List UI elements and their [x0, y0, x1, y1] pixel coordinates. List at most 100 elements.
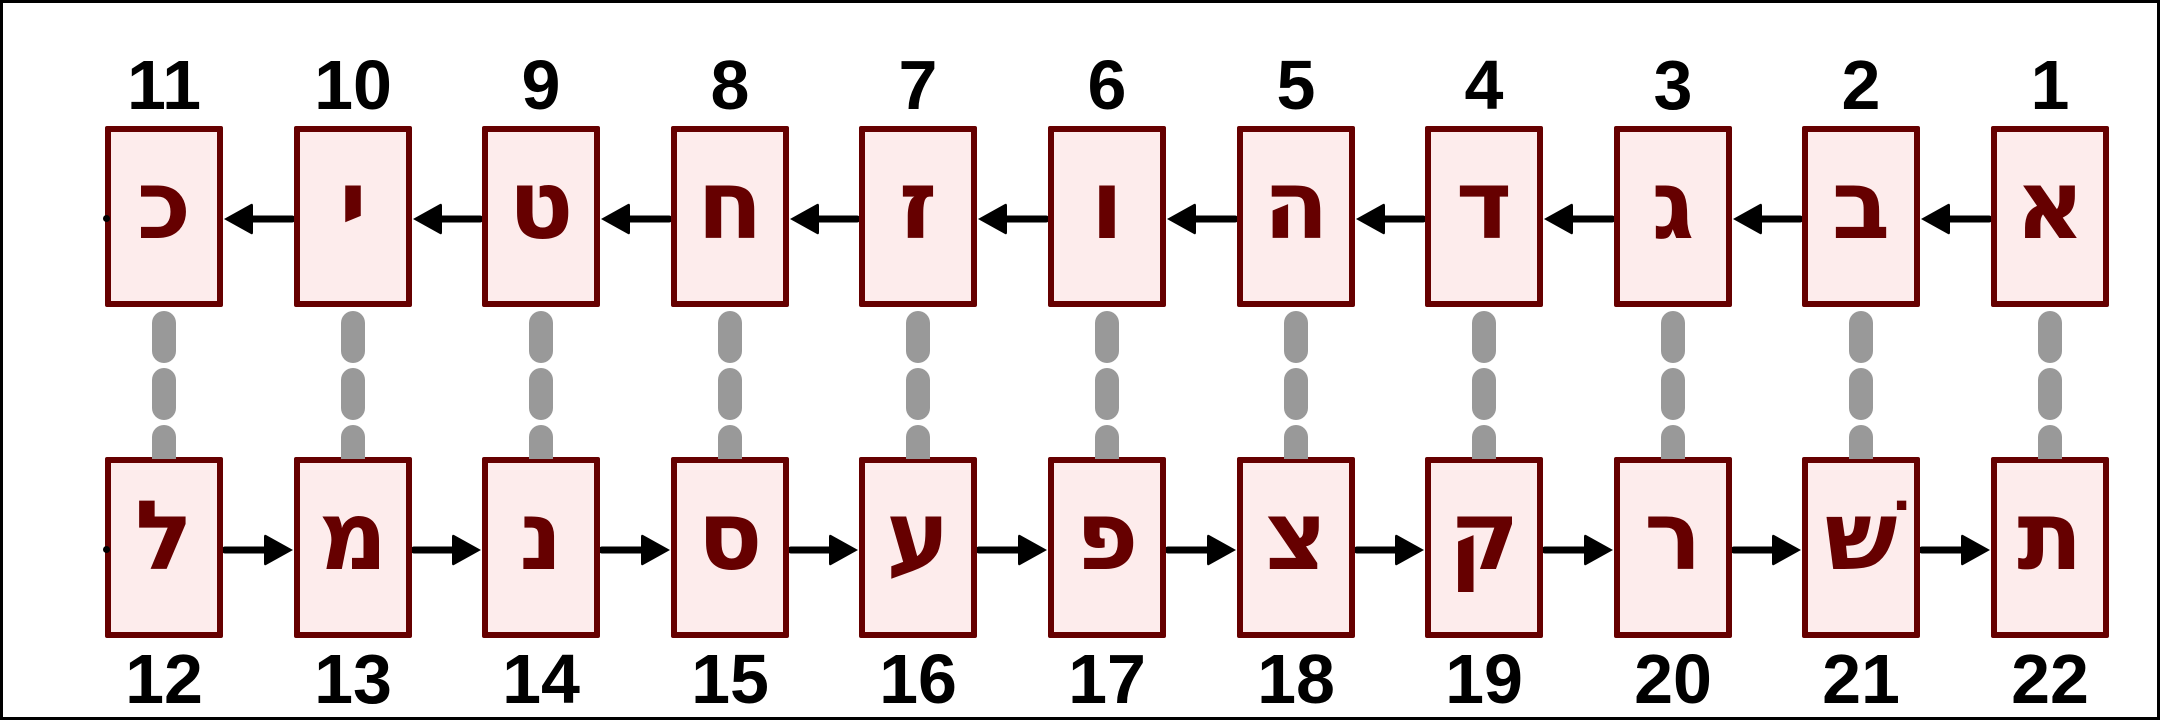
arrow-right-icon	[600, 532, 671, 568]
letter-box: שׁ	[1802, 457, 1920, 638]
arrow-left-icon	[600, 201, 671, 237]
dashed-connector	[1095, 368, 1119, 420]
dashed-connector	[718, 425, 742, 459]
arrow-right-icon	[789, 532, 859, 568]
arrow-left-icon	[412, 201, 482, 237]
arrow-left-icon	[789, 201, 859, 237]
position-number: 13	[314, 640, 392, 718]
letter-box: ד	[1425, 126, 1543, 307]
hebrew-letter: ח	[697, 148, 763, 261]
hebrew-letter: ע	[886, 479, 950, 592]
dashed-connector	[529, 368, 553, 420]
position-number: 22	[2011, 640, 2089, 718]
arrow-right-icon	[1166, 532, 1237, 568]
position-number: 1	[2030, 46, 2070, 124]
dashed-connector	[2038, 425, 2062, 459]
hebrew-letter: ר	[1644, 479, 1702, 592]
letter-box: ט	[482, 126, 600, 307]
letter-box: כ	[105, 126, 223, 307]
letter-box: ר	[1614, 457, 1732, 638]
dashed-connector	[906, 368, 930, 420]
position-number: 17	[1068, 640, 1146, 718]
hebrew-letter: ט	[508, 148, 574, 261]
position-number: 4	[1464, 46, 1504, 124]
position-number: 10	[314, 46, 392, 124]
dashed-connector	[1661, 311, 1685, 363]
arrow-left-icon	[1920, 201, 1991, 237]
hebrew-letter: ק	[1448, 479, 1520, 592]
letter-box: ל	[105, 457, 223, 638]
dashed-connector	[1284, 425, 1308, 459]
position-number: 21	[1822, 640, 1900, 718]
dashed-connector	[1095, 311, 1119, 363]
arrow-left-icon	[1355, 201, 1425, 237]
letter-box: ג	[1614, 126, 1732, 307]
letter-box: ו	[1048, 126, 1166, 307]
position-number: 8	[710, 46, 750, 124]
dashed-connector	[1661, 425, 1685, 459]
hebrew-letter: ל	[134, 479, 194, 592]
line-stub-dot	[103, 546, 110, 553]
position-number: 7	[898, 46, 938, 124]
hebrew-letter: פ	[1075, 479, 1139, 592]
letter-box: א	[1991, 126, 2109, 307]
letter-box: ה	[1237, 126, 1355, 307]
dashed-connector	[718, 311, 742, 363]
letter-box: ב	[1802, 126, 1920, 307]
dashed-connector	[1284, 368, 1308, 420]
dashed-connector	[2038, 368, 2062, 420]
position-number: 12	[125, 640, 203, 718]
hebrew-letter: ת	[2017, 479, 2083, 592]
position-number: 6	[1087, 46, 1127, 124]
dashed-connector	[1661, 368, 1685, 420]
position-number: 5	[1276, 46, 1316, 124]
position-number: 2	[1841, 46, 1881, 124]
letter-box: נ	[482, 457, 600, 638]
dashed-connector	[152, 425, 176, 459]
letter-box: פ	[1048, 457, 1166, 638]
dashed-connector	[2038, 311, 2062, 363]
hebrew-letter: ד	[1455, 148, 1513, 261]
position-number: 11	[127, 46, 201, 124]
dashed-connector	[1849, 368, 1873, 420]
arrow-left-icon	[223, 201, 294, 237]
dashed-connector	[1472, 311, 1496, 363]
dashed-connector	[529, 425, 553, 459]
hebrew-letter: י	[338, 148, 368, 261]
arrow-right-icon	[223, 532, 294, 568]
position-number: 19	[1445, 640, 1523, 718]
arrow-left-icon	[1732, 201, 1802, 237]
hebrew-letter: ו	[1090, 148, 1124, 261]
position-number: 15	[691, 640, 769, 718]
dashed-connector	[1849, 311, 1873, 363]
dashed-connector	[1095, 425, 1119, 459]
arrow-left-icon	[977, 201, 1048, 237]
hebrew-letter: ה	[1263, 148, 1329, 261]
position-number: 3	[1653, 46, 1693, 124]
line-stub-dot	[103, 215, 110, 222]
arrow-right-icon	[412, 532, 482, 568]
hebrew-letter: ז	[898, 148, 938, 261]
position-number: 9	[521, 46, 561, 124]
dashed-connector	[1849, 425, 1873, 459]
position-number: 14	[502, 640, 580, 718]
dashed-connector	[1472, 368, 1496, 420]
letter-box: צ	[1237, 457, 1355, 638]
dashed-connector	[341, 425, 365, 459]
dashed-connector	[906, 425, 930, 459]
dashed-connector	[152, 368, 176, 420]
arrow-right-icon	[1920, 532, 1991, 568]
hebrew-letter: א	[2015, 148, 2085, 261]
letter-box: י	[294, 126, 412, 307]
letter-box: ק	[1425, 457, 1543, 638]
hebrew-letter: ג	[1651, 148, 1695, 261]
arrow-left-icon	[1543, 201, 1614, 237]
position-number: 18	[1257, 640, 1335, 718]
hebrew-letter: ב	[1831, 148, 1891, 261]
dashed-connector	[341, 368, 365, 420]
dashed-connector	[1284, 311, 1308, 363]
arrow-right-icon	[1543, 532, 1614, 568]
hebrew-letter: ס	[697, 479, 763, 592]
arrow-left-icon	[1166, 201, 1237, 237]
letter-box: ת	[1991, 457, 2109, 638]
